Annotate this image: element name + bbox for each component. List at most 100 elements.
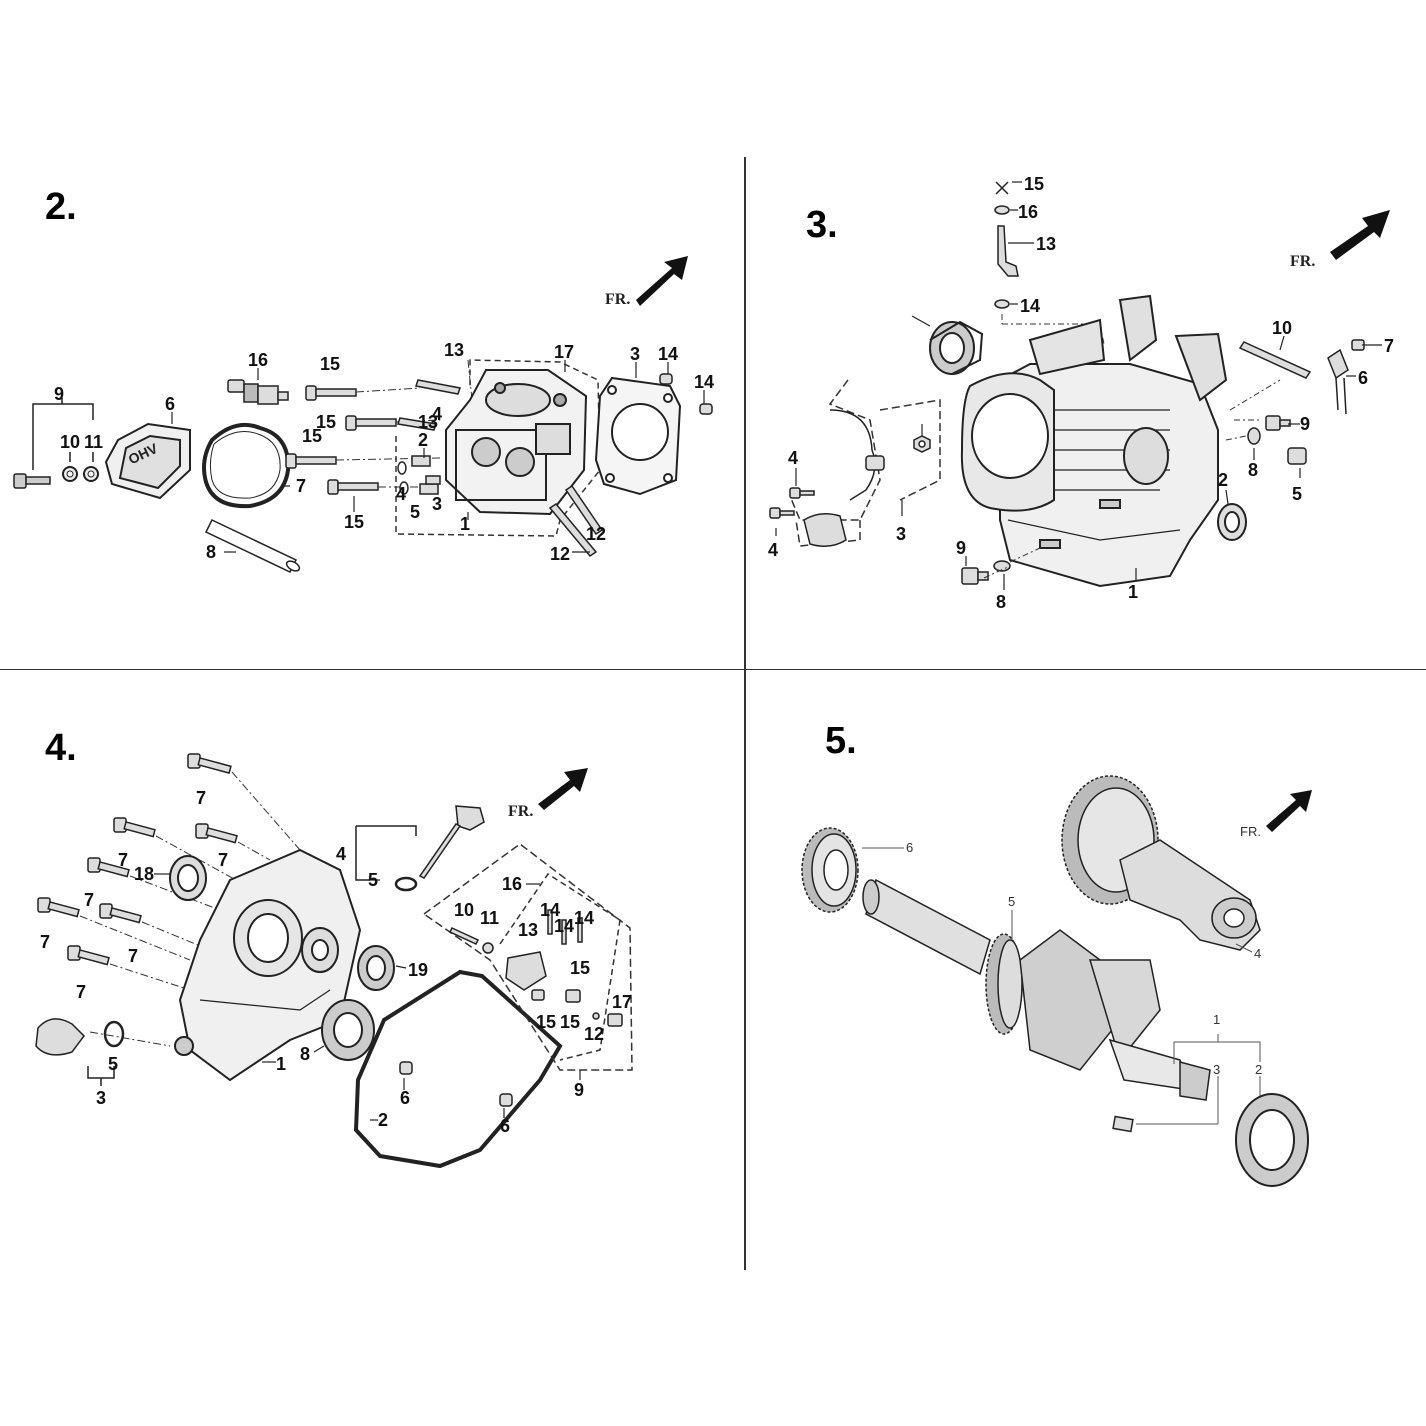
washer-14 (994, 205, 1010, 215)
part-label: 2 (1255, 1062, 1262, 1077)
oil-seal (1217, 503, 1247, 541)
bearing-19 (357, 945, 395, 991)
panel-number-4: 4. (45, 727, 77, 769)
part-label: 7 (40, 932, 50, 952)
part-label: 7 (1384, 336, 1394, 356)
front-direction-arrow (1330, 210, 1390, 260)
part-label: 6 (906, 840, 913, 855)
part-label: 7 (84, 890, 94, 910)
front-direction-arrow (1266, 790, 1312, 832)
part-label: 6 (400, 1088, 410, 1108)
part-label: 15 (1024, 174, 1044, 194)
part-label: 13 (1036, 234, 1056, 254)
part-label: 6 (500, 1116, 510, 1136)
front-direction-arrow (538, 768, 588, 810)
part-label: 2 (418, 430, 428, 450)
oil-dipstick (418, 805, 485, 879)
part-label: 16 (1018, 202, 1038, 222)
part-label: 14 (540, 900, 560, 920)
dowel-pins (399, 1061, 513, 1107)
breather-tube (204, 519, 301, 573)
valve-guide (411, 455, 431, 467)
part-label: 8 (996, 592, 1006, 612)
bearing (929, 320, 984, 375)
fr-direction-label: FR. (508, 803, 533, 820)
part-label: 15 (536, 1012, 556, 1032)
part-label: 12 (550, 544, 570, 564)
part-label: 15 (302, 426, 322, 446)
part-label: 4 (1254, 946, 1261, 961)
panel-5-crankshaft-diagram: FR. 6 5 (801, 775, 1312, 1187)
head-gasket (594, 376, 682, 496)
part-label: 11 (480, 908, 499, 928)
fr-direction-label: FR. (605, 291, 630, 308)
cover-bolt (13, 473, 51, 489)
part-label: 5 (108, 1054, 118, 1074)
part-label: 16 (502, 874, 522, 894)
shaft-10 (448, 927, 480, 945)
part-label: 7 (218, 850, 228, 870)
part-label: 15 (320, 354, 340, 374)
part-label: 2 (378, 1110, 388, 1130)
panel-number-3: 3. (806, 204, 838, 246)
part-label: 9 (1300, 414, 1310, 434)
part-label: 19 (408, 960, 428, 980)
part-label: 1 (460, 514, 470, 534)
part-label: 12 (584, 1024, 604, 1044)
governor-gear (505, 951, 547, 991)
part-label: 10 (1272, 318, 1292, 338)
oil-cap (35, 1018, 85, 1056)
oil-seal (169, 855, 207, 901)
part-label: 17 (554, 342, 574, 362)
part-label: 7 (128, 946, 138, 966)
part-label: 4 (396, 484, 406, 504)
part-label: 1 (1213, 1012, 1220, 1027)
part-label: 15 (560, 1012, 580, 1032)
part-label: 7 (296, 476, 306, 496)
part-label: 10 (454, 900, 474, 920)
cover-gasket (353, 969, 563, 1169)
fr-direction-label: FR. (1240, 824, 1261, 839)
cover-bolts (37, 753, 238, 966)
horizontal-divider (0, 669, 1426, 670)
part-label: 16 (248, 350, 268, 370)
part-label: 3 (630, 344, 640, 364)
panel-number-5: 5. (825, 720, 857, 762)
vertical-divider-top (744, 157, 746, 670)
bearing-8 (321, 999, 375, 1061)
part-label: 4 (336, 844, 346, 864)
part-label: 1 (1128, 582, 1138, 602)
stud-pins (397, 379, 461, 431)
part-label: 1 (276, 1054, 286, 1074)
switch-6 (1327, 348, 1349, 380)
panel-3-crankcase-diagram: FR. (768, 174, 1394, 612)
part-label: 7 (76, 982, 86, 1002)
vertical-divider-bottom (744, 670, 746, 1270)
head-bolts (285, 385, 397, 495)
part-label: 4 (768, 540, 778, 560)
arm-pin (995, 181, 1009, 195)
dowel-pins (659, 373, 713, 415)
bolt-17 (607, 1013, 623, 1027)
crankcase (960, 294, 1228, 588)
part-label: 3 (96, 1088, 106, 1108)
part-label: 18 (134, 864, 154, 884)
front-direction-arrow (636, 256, 688, 306)
part-label: 15 (344, 512, 364, 532)
part-label: 2 (1218, 470, 1228, 490)
part-label: 3 (432, 494, 442, 514)
part-label: 14 (658, 344, 678, 364)
camshaft (1061, 775, 1261, 951)
part-label: 7 (196, 788, 206, 808)
panel-4-crankcase-cover-diagram: FR. (35, 753, 633, 1169)
part-label: 4 (788, 448, 798, 468)
drain-bolt (961, 567, 979, 585)
part-label: 3 (896, 524, 906, 544)
part-label: 8 (1248, 460, 1258, 480)
part-label: 4 (432, 404, 442, 424)
crankcase-cover (174, 848, 362, 1082)
timing-gear (801, 827, 859, 913)
washer-12 (994, 299, 1010, 309)
crank-key (1112, 1115, 1134, 1133)
fr-direction-label: FR. (1290, 253, 1315, 270)
